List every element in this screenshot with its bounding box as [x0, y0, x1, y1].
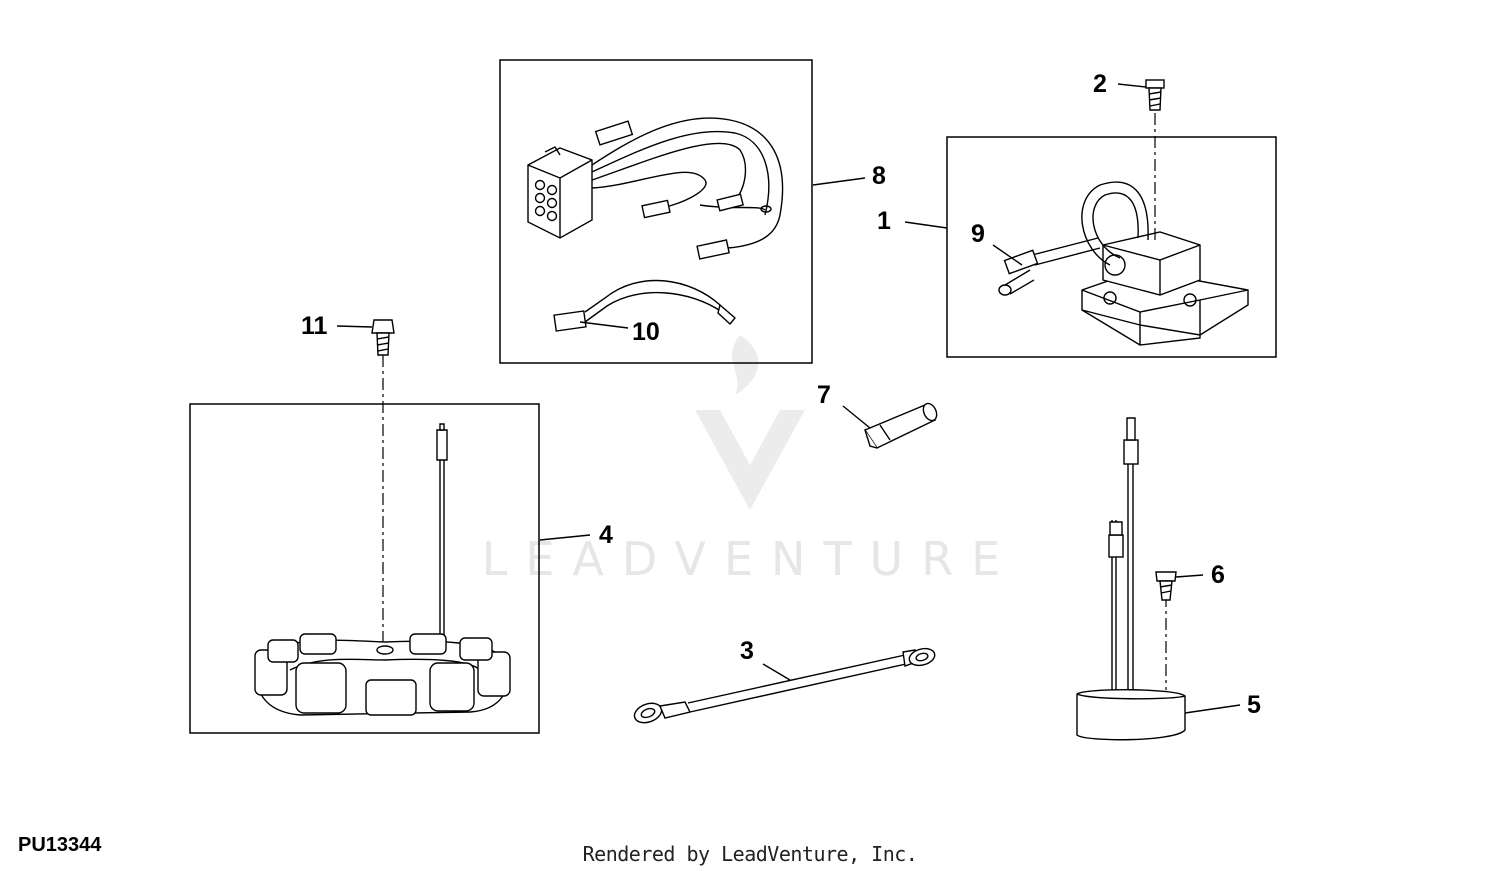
- stator-box: [189, 403, 540, 734]
- ground-strap-3-illustration: [633, 647, 936, 724]
- terminal-7-illustration: [863, 402, 938, 449]
- wiring-harness-illustration: [527, 117, 784, 332]
- callout-11: 11: [301, 312, 328, 340]
- callout-9: 9: [971, 220, 985, 248]
- watermark: LEADVENTURE: [482, 335, 1019, 586]
- callout-10: 10: [632, 318, 660, 346]
- callout-8: 8: [872, 162, 886, 190]
- callout-5: 5: [1247, 691, 1261, 719]
- callout-7: 7: [817, 381, 831, 409]
- bolt-11-illustration: [371, 319, 395, 356]
- callout-4: 4: [599, 521, 613, 549]
- render-credit: Rendered by LeadVenture, Inc.: [582, 842, 918, 866]
- screw-6-illustration: [1155, 571, 1177, 601]
- figure-id: PU13344: [18, 834, 102, 856]
- stator-illustration: [254, 423, 511, 716]
- leader-lines: [336, 83, 1241, 714]
- rectifier-5-illustration: [1076, 417, 1186, 741]
- watermark-text: LEADVENTURE: [482, 532, 1019, 586]
- ignition-module-illustration: [998, 181, 1249, 346]
- callout-2: 2: [1093, 70, 1107, 98]
- screw-2-illustration: [1145, 79, 1165, 111]
- callout-3: 3: [740, 637, 754, 665]
- harness-box: [499, 59, 813, 364]
- callout-1: 1: [877, 207, 891, 235]
- callout-6: 6: [1211, 561, 1225, 589]
- ignition-module-box: [946, 136, 1277, 358]
